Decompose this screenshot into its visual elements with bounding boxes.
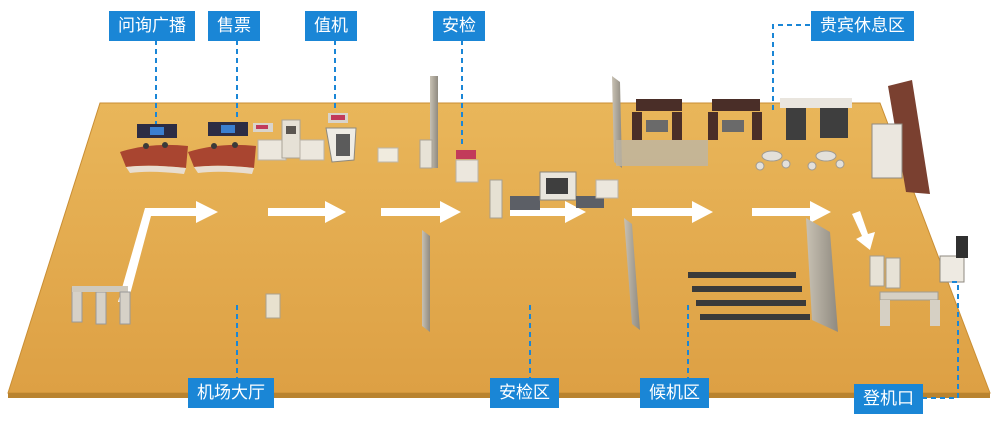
glass-partition	[624, 218, 640, 330]
waiting-seats	[688, 272, 810, 320]
security-desk	[455, 159, 479, 183]
flow-arrow	[268, 201, 346, 223]
label-security-check: 安检	[433, 11, 485, 41]
security-sign	[456, 150, 476, 159]
glass-partition	[422, 230, 430, 332]
label-security-area: 安检区	[490, 378, 559, 408]
flow-arrow	[632, 201, 713, 223]
vip-lounge-furniture	[632, 98, 852, 140]
flow-path-l-turn	[118, 208, 200, 302]
flow-path	[118, 201, 875, 302]
label-vip-lounge: 贵宾休息区	[811, 11, 914, 41]
flow-arrow-down	[852, 211, 875, 250]
label-check-in: 值机	[305, 11, 357, 41]
ticket-counter	[188, 122, 256, 174]
label-terminal-hall: 机场大厅	[188, 378, 274, 408]
security-partition	[430, 76, 438, 168]
entrance-gate	[71, 286, 131, 325]
boarding-gate-machines	[869, 236, 968, 326]
security-screening-line	[489, 171, 619, 219]
label-boarding-gate: 登机口	[854, 384, 923, 414]
lounge-bar-wall	[888, 80, 930, 194]
lounge-wall	[616, 140, 708, 166]
label-ticketing: 售票	[208, 11, 260, 41]
flow-arrow	[381, 201, 461, 223]
flow-arrow	[752, 201, 831, 223]
security-gate-post	[419, 139, 433, 169]
info-kiosk	[377, 147, 399, 163]
label-info-broadcast: 问询广播	[109, 11, 195, 41]
flow-arrow	[196, 201, 218, 223]
flow-arrow	[510, 201, 586, 223]
cafe-tables	[755, 150, 845, 171]
glass-partition	[806, 218, 838, 332]
check-in-machines	[253, 113, 357, 163]
leader-lines	[155, 24, 959, 399]
lounge-bar	[871, 123, 903, 179]
trash-bin	[265, 293, 281, 319]
label-waiting-area: 候机区	[640, 378, 709, 408]
info-counter	[120, 124, 188, 174]
